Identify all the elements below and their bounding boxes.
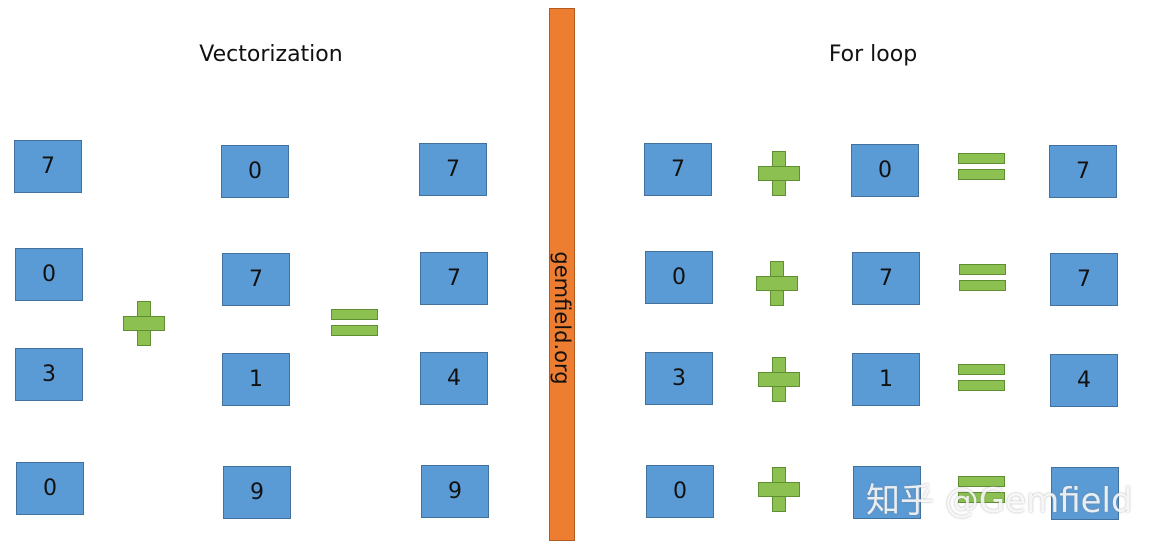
vec-b-box-1: 7 [222, 253, 290, 306]
loop-b-box-3 [853, 466, 921, 519]
loop-plus-icon-0 [758, 151, 800, 196]
loop-equals-icon-1 [959, 264, 1006, 291]
loop-a-box-2: 3 [645, 352, 713, 405]
vec-result-box-1: 7 [420, 252, 488, 305]
loop-result-box-0: 7 [1049, 145, 1117, 198]
loop-a-box-3: 0 [646, 465, 714, 518]
loop-result-box-3 [1051, 467, 1119, 520]
loop-plus-icon-1 [756, 261, 798, 306]
vec-a-box-1: 0 [15, 248, 83, 301]
vec-b-box-3: 9 [223, 466, 291, 519]
loop-b-box-2: 1 [852, 353, 920, 406]
loop-b-box-0: 0 [851, 144, 919, 197]
divider-bar [549, 8, 575, 541]
loop-a-box-1: 0 [645, 251, 713, 304]
vec-a-box-2: 3 [15, 348, 83, 401]
vec-b-box-0: 0 [221, 145, 289, 198]
vec-b-box-2: 1 [222, 353, 290, 406]
loop-a-box-0: 7 [644, 143, 712, 196]
loop-equals-icon-0 [958, 153, 1005, 180]
loop-b-box-1: 7 [852, 252, 920, 305]
vec-result-box-0: 7 [419, 143, 487, 196]
vec-result-box-2: 4 [420, 352, 488, 405]
loop-equals-icon-3 [958, 476, 1005, 503]
vec-a-box-3: 0 [16, 462, 84, 515]
for-loop-title: For loop [828, 42, 918, 67]
divider-label: gemfield.org [550, 251, 574, 385]
watermark: 知乎 @Gemfield [866, 481, 1133, 521]
loop-result-box-2: 4 [1050, 354, 1118, 407]
vec-a-box-0: 7 [14, 140, 82, 193]
loop-plus-icon-3 [758, 467, 800, 512]
vectorization-title: Vectorization [199, 42, 343, 67]
vec-equals-icon [331, 309, 378, 336]
vec-plus-icon [123, 301, 165, 346]
vec-result-box-3: 9 [421, 465, 489, 518]
loop-result-box-1: 7 [1050, 253, 1118, 306]
loop-plus-icon-2 [758, 357, 800, 402]
loop-equals-icon-2 [958, 364, 1005, 391]
